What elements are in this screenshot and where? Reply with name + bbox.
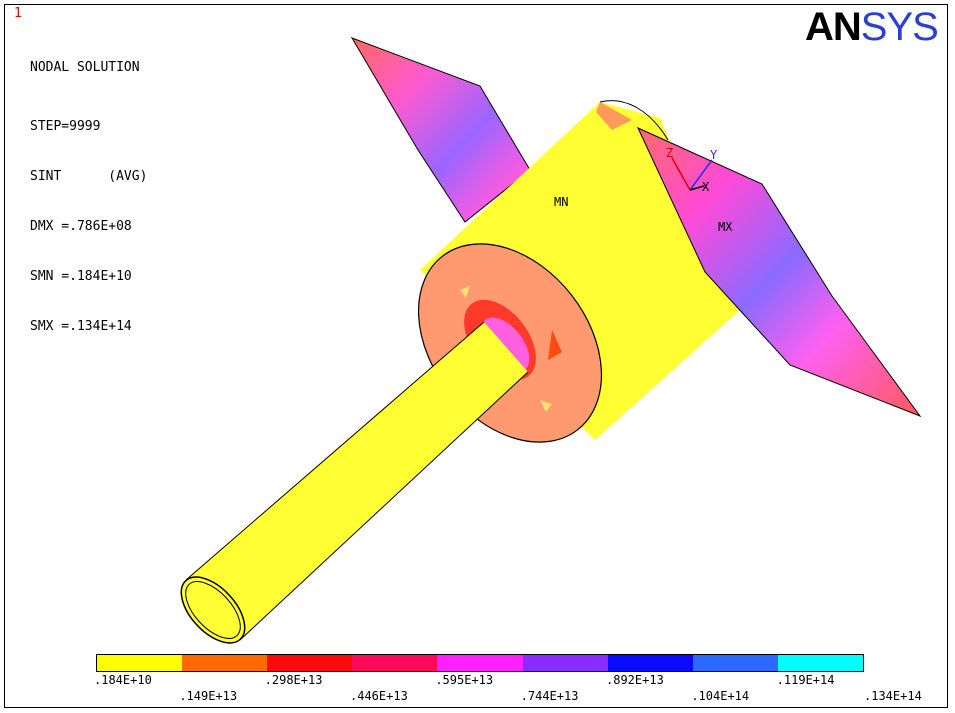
- coordinate-triad: [671, 157, 713, 191]
- triad-x-label: X: [702, 180, 710, 194]
- wing-plate-right: [636, 126, 922, 418]
- shaft: [180, 321, 529, 644]
- sint-label: SINT (AVG): [30, 169, 148, 184]
- legend-band-6: [607, 655, 693, 671]
- legend-tick-bottom-2: .744E+13: [520, 689, 579, 703]
- legend-band-0: [97, 655, 183, 671]
- legend-band-3: [352, 655, 438, 671]
- wing-plate-left: [350, 37, 531, 223]
- legend-band-8: [777, 655, 863, 671]
- max-marker: MX: [718, 220, 733, 234]
- legend-band-7: [692, 655, 778, 671]
- legend-tick-bottom-1: .446E+13: [350, 689, 408, 703]
- graphics-window-frame: [4, 4, 948, 708]
- dmx-label: DMX =.786E+08: [30, 219, 132, 234]
- legend-tick-bottom-0: .149E+13: [179, 689, 238, 703]
- triad-y-label: Y: [710, 148, 718, 162]
- legend-tick-top-4: .119E+14: [776, 673, 835, 687]
- result-title: NODAL SOLUTION: [30, 60, 140, 75]
- smx-label: SMX =.134E+14: [30, 319, 132, 334]
- window-number: 1: [14, 6, 22, 21]
- result-info-block: NODAL SOLUTION STEP=9999 SINT (AVG) DMX …: [30, 30, 147, 369]
- ansys-logo: ANSYS: [805, 5, 939, 49]
- main-cylinder: [420, 100, 740, 440]
- triad-z-label: Z: [666, 146, 674, 160]
- contour-legend-bar: [96, 654, 864, 672]
- legend-tick-top-3: .892E+13: [606, 673, 664, 687]
- step-label: STEP=9999: [30, 119, 101, 134]
- legend-tick-bottom-3: .104E+14: [691, 689, 750, 703]
- legend-band-2: [267, 655, 353, 671]
- min-marker: MN: [554, 195, 569, 209]
- legend-tick-top-1: .298E+13: [264, 673, 323, 687]
- smn-label: SMN =.184E+10: [30, 269, 132, 284]
- legend-tick-top-0: .184E+10: [94, 673, 152, 687]
- legend-band-4: [437, 655, 523, 671]
- legend-tick-bottom-4: .134E+14: [864, 689, 922, 703]
- legend-band-1: [182, 655, 268, 671]
- legend-band-5: [522, 655, 608, 671]
- legend-tick-top-2: .595E+13: [435, 673, 494, 687]
